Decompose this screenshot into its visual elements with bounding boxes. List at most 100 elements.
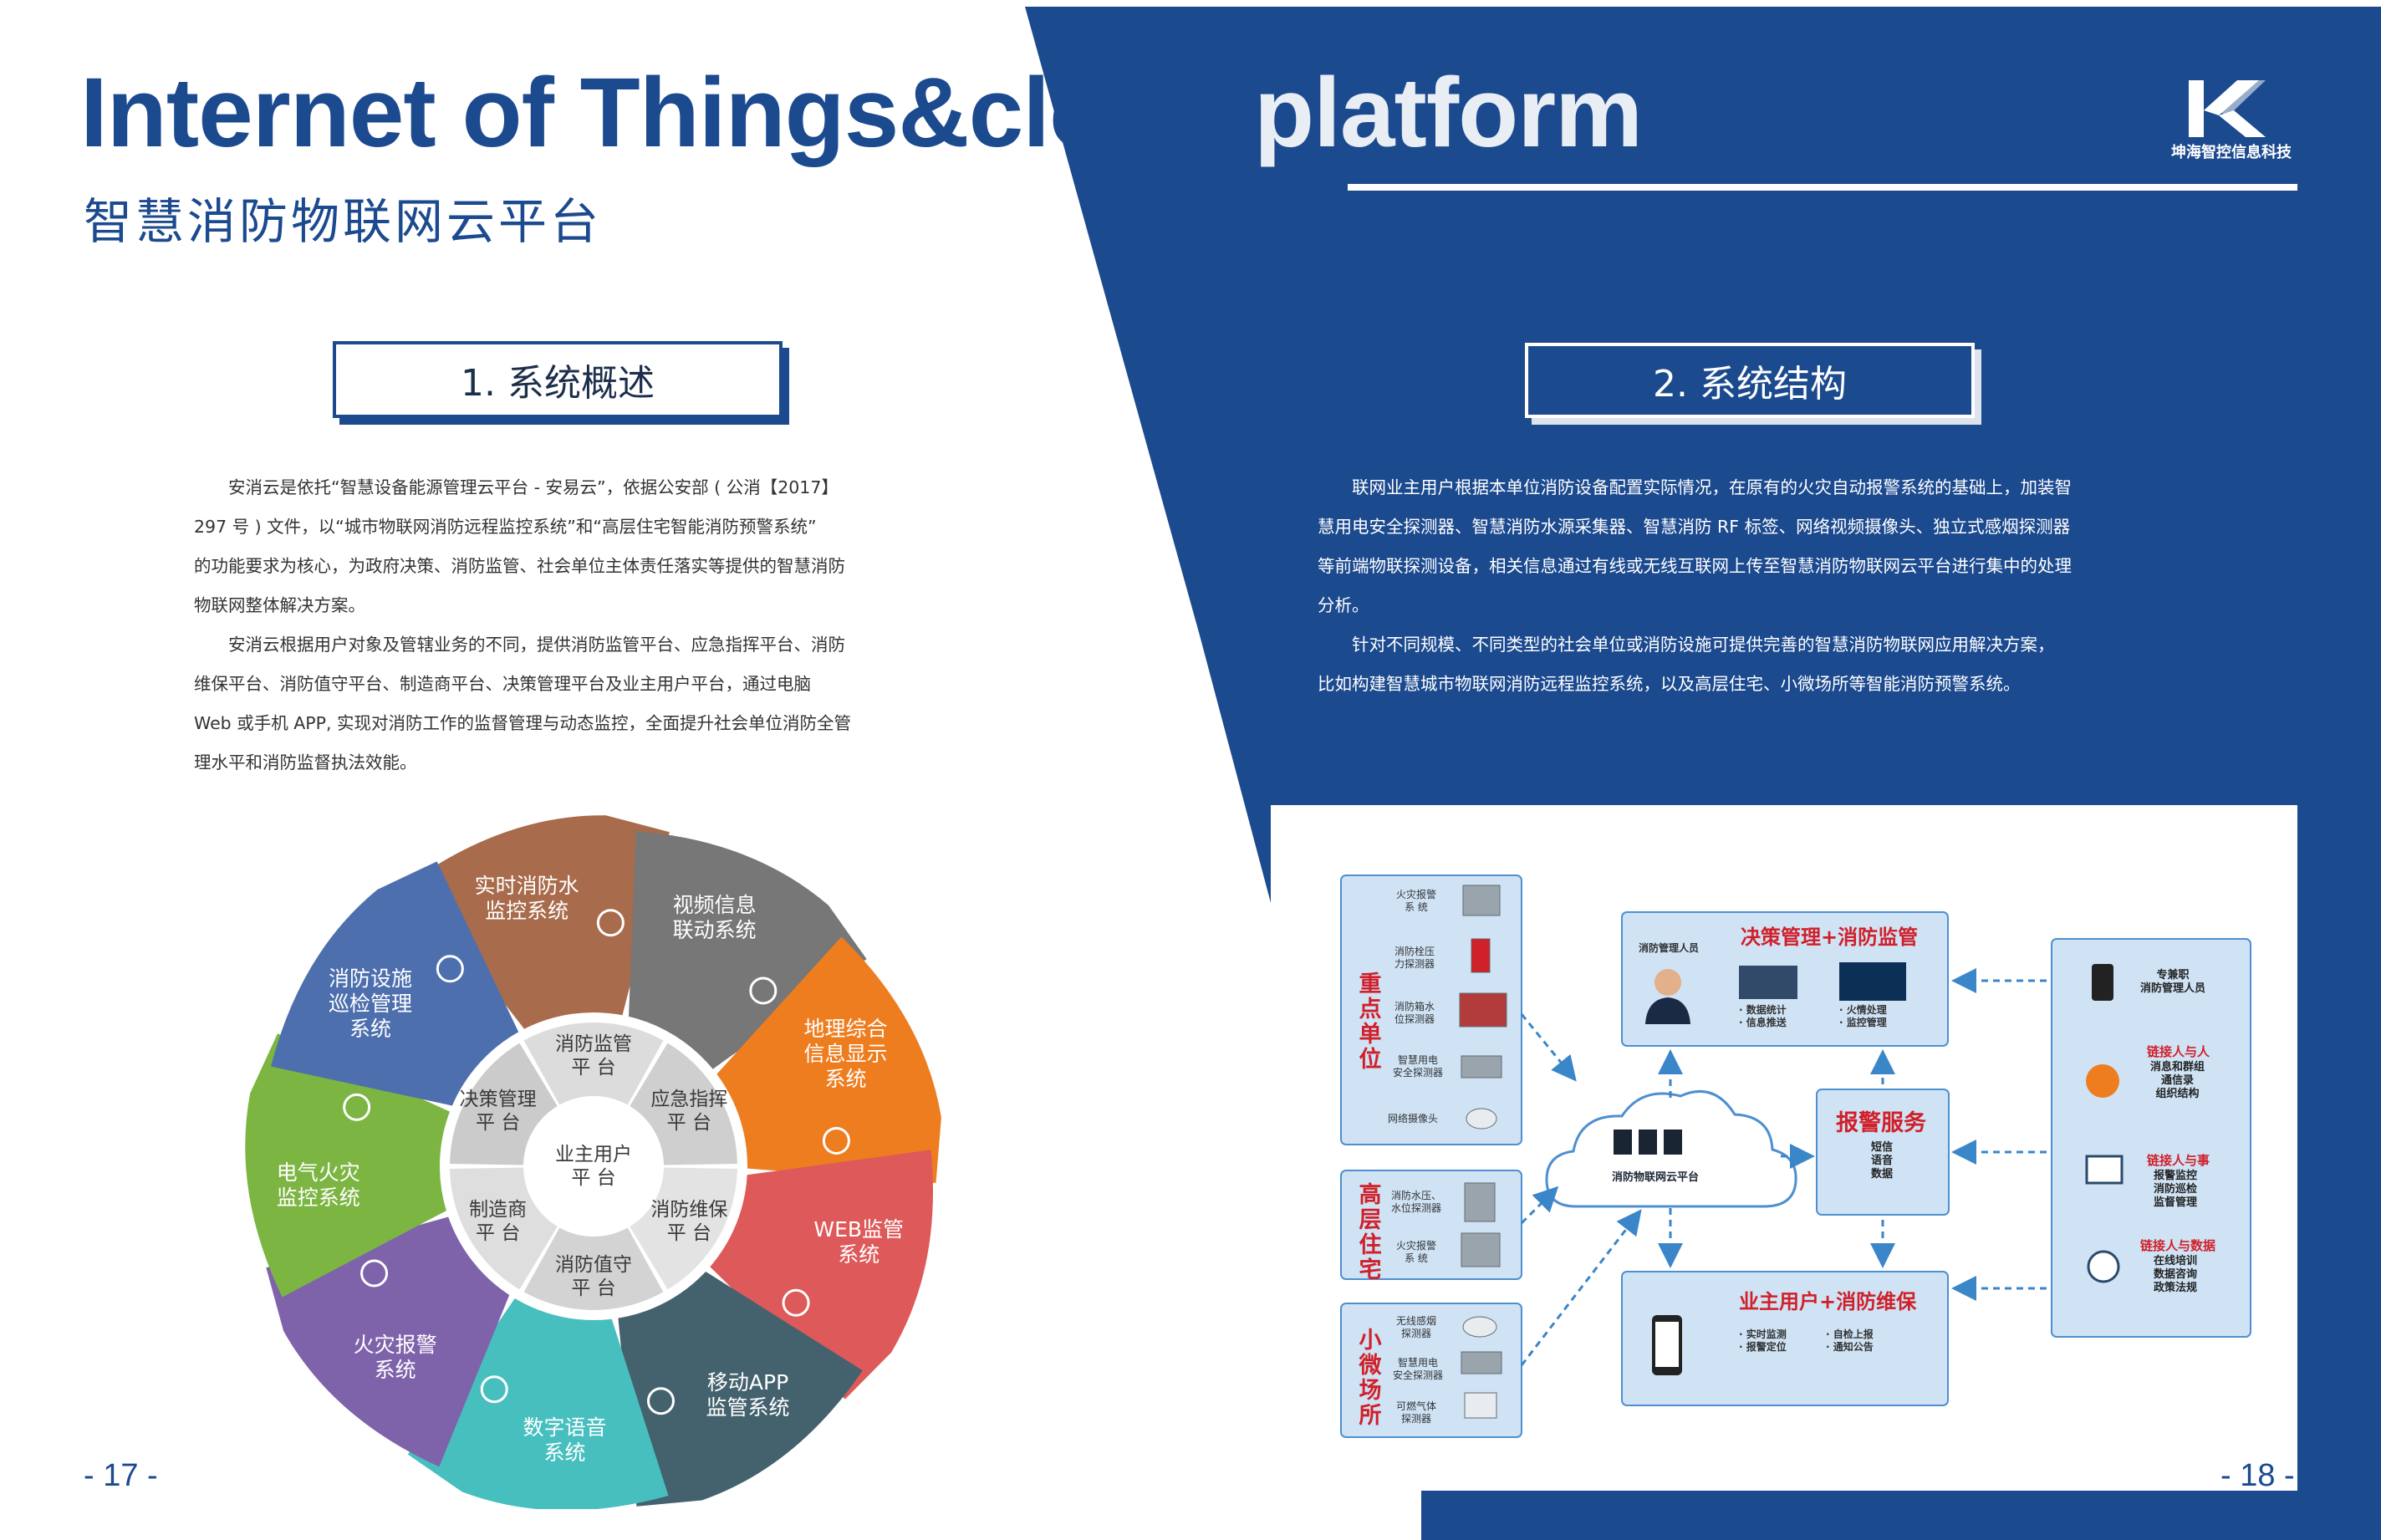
diagram-graphics: [1340, 875, 2251, 1438]
wheel-segment-8: [245, 1033, 450, 1298]
decision-box-person: 消防管理人员: [1639, 942, 1700, 954]
alarm-bell-icon: [360, 1259, 389, 1288]
wheel-outer-label-8: 电气火灾 监控系统: [276, 1160, 360, 1211]
wheel-inner-segment-1: [523, 1022, 664, 1105]
globe-icon: [782, 1288, 810, 1317]
header-divider: [1348, 184, 2297, 191]
owner-box: [1621, 1271, 1949, 1406]
wheel-center: [527, 1099, 660, 1233]
wheel-outer-label-6: 数字语音 系统: [523, 1415, 607, 1466]
device-thumb-5: [1466, 1108, 1497, 1130]
microphone-icon: [480, 1375, 508, 1404]
panel-item-1-text: 专兼职 消防管理人员: [2140, 969, 2206, 995]
computer-icon: [1739, 966, 1797, 999]
wheel-inner-label-6: 决策管理 平 台: [459, 1089, 537, 1134]
title-english-part2: platform: [1227, 58, 1643, 168]
arrow-key-to-cloud: [1520, 1013, 1577, 1082]
decision-box-sub2: · 火情处理 · 监控管理: [1839, 1004, 1887, 1028]
device-label-water-pressure: 消防水压、 水位探测器: [1391, 1190, 1442, 1214]
phone-small-icon: [2092, 964, 2113, 1001]
overview-line-8: 理水平和消防监督执法效能。: [194, 752, 417, 773]
wheel-inner-segment-2: [630, 1043, 737, 1165]
wheel-center-label: 业主用户 平 台: [555, 1144, 632, 1189]
device-label-smoke: 无线感烟 探测器: [1396, 1315, 1437, 1339]
device-label-small-power: 智慧用电 安全探测器: [1393, 1357, 1444, 1381]
panel-item-4-text: 在线培训 数据咨询 政策法规: [2154, 1255, 2198, 1294]
right-bottom-white-strip: [1421, 1488, 2381, 1540]
device-thumb-2: [1471, 938, 1491, 973]
manager-head-icon: [1654, 969, 1681, 996]
title-english: Internet of Things&cloud platform: [80, 50, 1643, 176]
power-monitor-icon: [343, 1093, 371, 1121]
wheel-segment-5: [618, 1271, 863, 1507]
panel-item-3-text: 报警监控 消防巡检 监督管理: [2154, 1170, 2198, 1209]
wheel-outer-label-9: 消防设施 巡检管理 系统: [329, 966, 413, 1042]
overview-line-6: 维保平台、消防值守平台、制造商平台、决策管理平台及业主用户平台，通过电脑: [194, 674, 811, 694]
device-thumb-4: [1461, 1055, 1502, 1079]
wheel-segment-3: [716, 936, 941, 1184]
data-person-icon: [2087, 1250, 2120, 1283]
device-thumb-7: [1461, 1232, 1501, 1267]
wheel-inner-label-4: 消防值守 平 台: [555, 1254, 632, 1299]
panel-item-2-title: 链接人与人: [2147, 1044, 2210, 1059]
company-name: 坤海智控信息科技: [2171, 144, 2292, 161]
company-logo-icon: [2189, 80, 2266, 137]
wheel-inner-label-3: 消防维保 平 台: [650, 1199, 728, 1244]
device-thumb-8: [1462, 1316, 1497, 1338]
wheel-inner-label-5: 制造商 平 台: [469, 1199, 528, 1244]
wheel-inner-segment-6: [450, 1043, 558, 1165]
group-title-key-units: 重点单位: [1359, 971, 1382, 1073]
wheel-outer-label-5: 移动APP 监管系统: [706, 1369, 790, 1420]
panel-item-4-title: 链接人与数据: [2140, 1238, 2216, 1253]
overview-line-7: Web 或手机 APP, 实现对消防工作的监督管理与动态监控，全面提升社会单位消…: [194, 713, 852, 733]
device-label-camera: 网络摄像头: [1388, 1113, 1439, 1124]
device-label-tank-level: 消防箱水 位探测器: [1394, 1001, 1435, 1025]
device-label-gas: 可燃气体 探测器: [1396, 1400, 1437, 1425]
alarm-box-items: 短信 语音 数据: [1871, 1141, 1894, 1180]
device-label-highrise-alarm: 火灾报警 系 统: [1396, 1240, 1437, 1264]
wheel-outer-label-3: 地理综合 信息显示 系统: [803, 1016, 888, 1091]
device-label-power-safety: 智慧用电 安全探测器: [1393, 1054, 1444, 1079]
structure-line-4: 分析。: [1318, 595, 1369, 615]
dashboard-screen-icon: [1839, 962, 1906, 1001]
owner-box-title: 业主用户+消防维保: [1739, 1290, 1917, 1313]
overview-line-4: 物联网整体解决方案。: [194, 595, 365, 615]
arrow-highrise-to-cloud: [1520, 1186, 1559, 1225]
overview-line-5: 安消云根据用户对象及管辖业务的不同，提供消防监管平台、应急指挥平台、消防: [194, 635, 845, 655]
device-thumb-3: [1459, 992, 1507, 1028]
overview-line-2: 297 号 ) 文件，以“城市物联网消防远程监控系统”和“高层住宅智能消防预警系…: [194, 517, 817, 537]
group-title-high-rise: 高层住宅: [1359, 1182, 1382, 1283]
section-title-overview: 1. 系统概述: [333, 341, 783, 418]
page-number-right: - 18 -: [2220, 1458, 2295, 1493]
wheel-inner-label-1: 消防监管 平 台: [555, 1033, 632, 1079]
group-title-small-venues: 小微场所: [1359, 1328, 1382, 1429]
location-pin-icon: [822, 1126, 850, 1155]
title-chinese: 智慧消防物联网云平台: [84, 193, 603, 250]
platform-wheel: [245, 815, 941, 1509]
wheel-inner-segment-4: [523, 1227, 664, 1310]
server-icon-3: [1664, 1130, 1682, 1155]
wheel-outer-label-2: 视频信息 联动系统: [672, 893, 757, 943]
device-label-hydrant-pressure: 消防栓压 力探测器: [1394, 946, 1435, 970]
phone-screen-icon: [1655, 1322, 1679, 1367]
wheel-inner-segment-3: [630, 1167, 737, 1290]
server-icon-2: [1639, 1130, 1657, 1155]
alarm-box: [1816, 1089, 1950, 1216]
wheel-segment-9: [271, 861, 519, 1106]
wheel-inner-label-2: 应急指挥 平 台: [650, 1089, 728, 1134]
server-icon-1: [1614, 1130, 1632, 1155]
decision-box-title: 决策管理+消防监管: [1741, 926, 1919, 949]
wheel-inner-segment-5: [450, 1167, 558, 1290]
wheel-outer-label-4: WEB监管 系统: [813, 1216, 905, 1267]
decision-box-sub1: · 数据统计 · 信息推送: [1739, 1004, 1787, 1028]
device-thumb-6: [1464, 1182, 1496, 1222]
share-nodes-icon: [749, 977, 778, 1005]
device-thumb-9: [1461, 1351, 1502, 1374]
wheel-segment-1: [410, 815, 670, 1029]
fire-hydrant-icon: [596, 909, 625, 937]
owner-box-sub1: · 实时监测 · 报警定位: [1739, 1328, 1787, 1353]
title-english-part1: Internet of Things&cloud: [80, 58, 1228, 168]
wheel-outer-label-7: 火灾报警 系统: [353, 1333, 437, 1383]
wheel-segment-7: [266, 1216, 510, 1467]
overview-line-3: 的功能要求为核心，为政府决策、消防监管、社会单位主体责任落实等提供的智慧消防: [194, 556, 845, 576]
